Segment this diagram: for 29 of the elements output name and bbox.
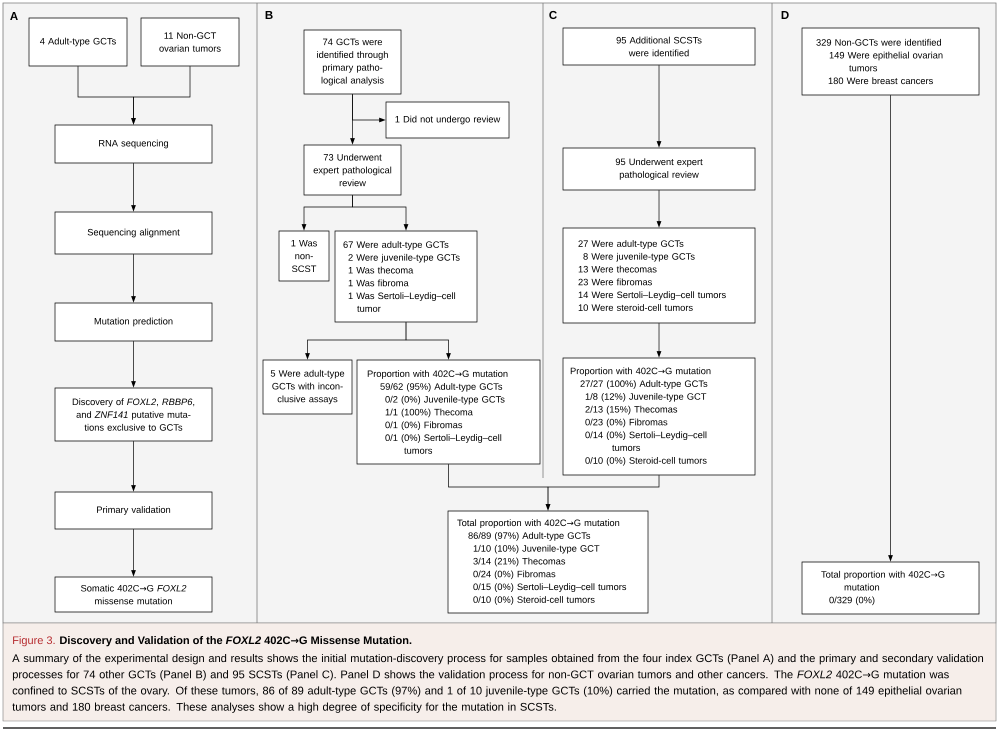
panel-letter: A: [10, 12, 18, 20]
figure-title: Discovery and Validation of the FOXL2 402C→G Missense Mutation.: [60, 636, 412, 646]
process-box: 4 Adult-type GCTs: [28, 18, 128, 66]
process-box: 329 Non-GCTs were identified 149 Were epithelial ovarian tumors 180 Were breast cancers: [802, 28, 980, 96]
process-box: 95 Additional SCSTs were identified: [562, 28, 756, 66]
process-box: 67 Were adult-type GCTs 2 Were juvenile-type GCTs 1 Was thecoma 1 Was fibroma 1 Was Sertoli–Leydig–cell tumor: [334, 230, 478, 322]
figure-number: Figure 3.: [13, 636, 55, 646]
process-box: 95 Underwent expert pathological review: [562, 148, 756, 190]
process-box: 5 Were adult-type GCTs with incon- clusive assays: [262, 360, 352, 414]
process-box: 27 Were adult-type GCTs 8 Were juvenile-type GCTs 13 Were thecomas 23 Were fibromas 14 Were Sertoli–Leydig–cell tumors 10 Were steroid-cell tumors: [562, 228, 756, 324]
process-box: Proportion with 402C→G mutation 27/27 (100%) Adult-type GCTs 1/8 (12%) Juvenile-type GCT 2/13 (15%) Thecomas 0/23 (0%) Fibromas 0/14 (0%) Sertoli–Leydig–cell tumors 0/10 (0%) Steroid-cell tumors: [562, 358, 756, 476]
panel-letter: D: [782, 11, 789, 19]
process-box: 73 Underwent expert pathological review: [304, 144, 402, 196]
process-box: Sequencing alignment: [54, 212, 212, 254]
process-box: Mutation prediction: [54, 302, 212, 342]
panel-letter: B: [266, 11, 273, 19]
process-box: Discovery of FOXL2, RBBP6, and ZNF141 putative muta- tions exclusive to GCTs: [54, 388, 212, 442]
process-box: Proportion with 402C→G mutation 59/62 (95%) Adult-type GCTs 0/2 (0%) Juvenile-type GCTs 1/1 (100%) Thecoma 0/1 (0%) Fibromas 0/1 (0%) Sertoli–Leydig–cell tumors: [356, 360, 540, 464]
panel-letter: C: [549, 10, 557, 20]
process-box: 11 Non-GCT ovarian tumors: [140, 18, 240, 66]
process-box: Primary validation: [54, 492, 212, 530]
process-box: RNA sequencing: [54, 124, 212, 164]
process-box: Total proportion with 402C→G mutation 86/89 (97%) Adult-type GCTs 1/10 (10%) Juvenile-type GCT 3/14 (21%) Thecomas 0/24 (0%) Fibromas 0/15 (0%) Sertoli–Leydig–cell tumors 0/10 (0%) Steroid-cell tumors: [448, 510, 648, 614]
process-box: 74 GCTs were identified through primary patho- logical analysis: [304, 30, 402, 94]
process-box: 1 Was non- SCST: [278, 230, 330, 282]
process-box: 1 Did not undergo review: [386, 102, 510, 138]
process-box: Somatic 402C→G FOXL2 missense mutation: [54, 576, 212, 612]
caption-text: A summary of the experimental design and results shows the initial mutation-discovery process for samples obtained from the four index GCTs (Panel A) and the primary and secondary validation processes for 74 other GCTs (Panel B) and 95 SCSTs (Panel C). Panel D shows the validation process for non-GCT ovarian tumors and other cancers. The FOXL2 402C→G mutation was confined to SCSTs of the ovary. Of these tumors, 86 of 89 adult-type GCTs (97%) and 1 of 10 juvenile-type GCTs (10%) carried the mutation, as compared with none of 149 epithelial ovarian tumors and 180 breast cancers. These analyses show a high degree of specificity for the mutation in SCSTs.: [12, 654, 984, 713]
process-box: Total proportion with 402C→G mutation 0/329 (0%): [802, 562, 980, 614]
